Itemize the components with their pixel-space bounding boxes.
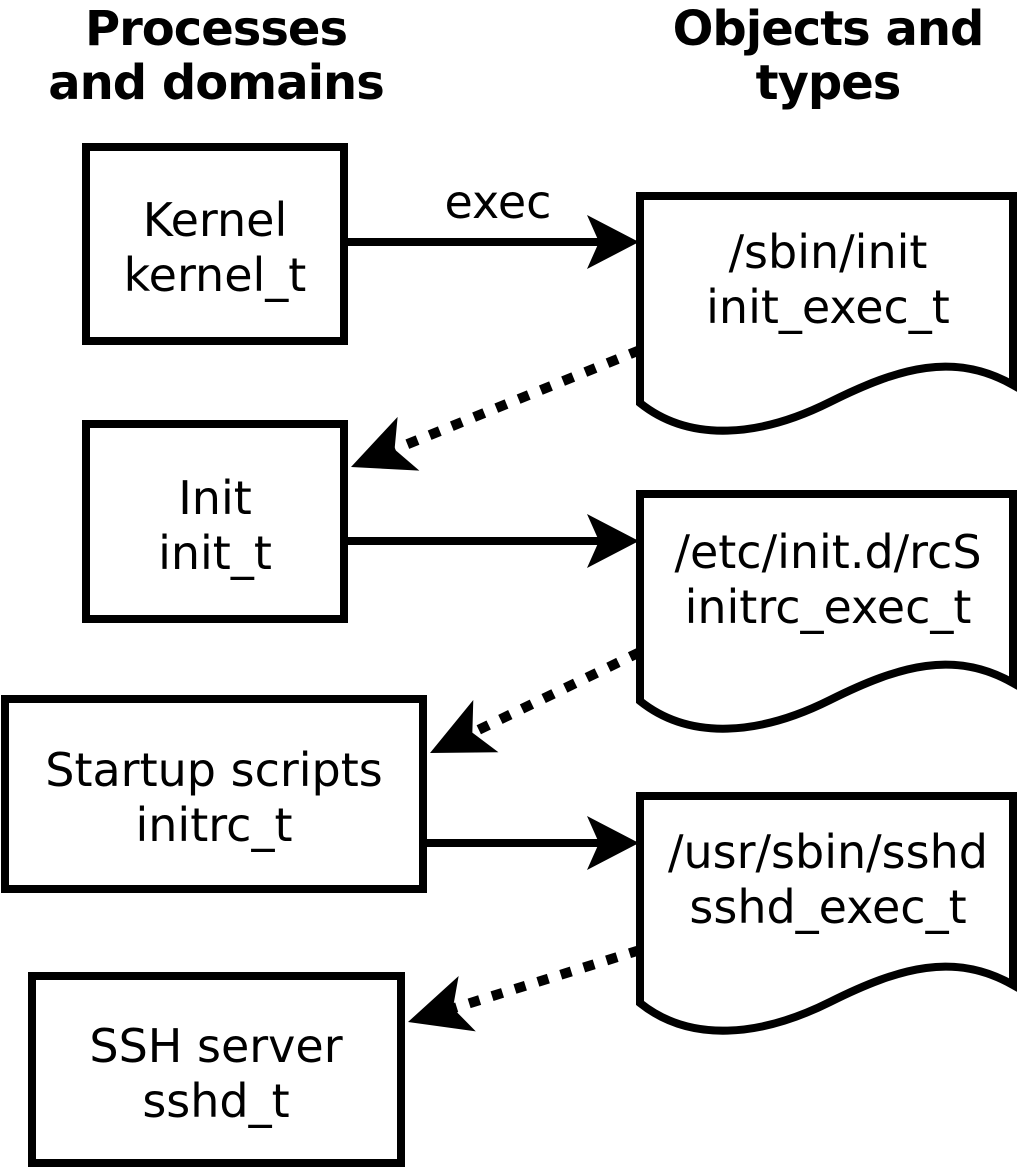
arrowhead-right-icon — [587, 215, 639, 269]
object-path-label: /sbin/init — [729, 225, 928, 279]
transition-arrow-line — [449, 945, 642, 1014]
process-box-ssh-server — [28, 972, 405, 1167]
object-node-sbin-init: /sbin/init init_exec_t — [636, 192, 1017, 435]
object-type-label: sshd_exec_t — [689, 880, 966, 934]
process-box-init — [82, 420, 348, 623]
object-node-etc-init-d-rcS: /etc/init.d/rcS initrc_exec_t — [636, 490, 1017, 733]
arrowhead-left-down-icon — [430, 699, 499, 753]
arrowhead-left-down-icon — [351, 416, 420, 471]
transition-arrow-line — [391, 345, 642, 455]
process-domain-label: initrc_t — [136, 798, 293, 852]
document-shape-sbin-init — [636, 192, 1017, 435]
document-shape-usr-sbin-sshd — [636, 792, 1017, 1035]
arrowhead-right-icon — [587, 816, 639, 870]
process-nodes: Kernel kernel_t Init init_t Startup scri… — [1, 143, 427, 1167]
exec-arrows: exec — [348, 175, 639, 870]
object-path-label: /usr/sbin/sshd — [668, 825, 988, 879]
object-path-label: /etc/init.d/rcS — [674, 525, 981, 579]
object-nodes: /sbin/init init_exec_t /etc/init.d/rcS i… — [636, 192, 1017, 1035]
exec-arrow-startup-scripts-to-usr-sbin-sshd — [427, 816, 639, 870]
object-node-usr-sbin-sshd: /usr/sbin/sshd sshd_exec_t — [636, 792, 1017, 1035]
process-name-label: Startup scripts — [45, 743, 383, 797]
left-column-header-line1: Processes — [85, 1, 347, 57]
object-type-label: initrc_exec_t — [685, 580, 972, 634]
right-column-header-line2: types — [756, 55, 901, 111]
process-domain-label: init_t — [158, 526, 272, 580]
process-box-startup-scripts — [1, 695, 427, 893]
process-name-label: Init — [178, 471, 252, 525]
exec-arrow-init-to-etc-init-d-rcS — [348, 514, 639, 568]
process-domain-label: kernel_t — [124, 248, 307, 302]
left-column-header-line2: and domains — [48, 55, 384, 111]
process-node-init: Init init_t — [82, 420, 348, 623]
process-node-startup-scripts: Startup scripts initrc_t — [1, 695, 427, 893]
right-column-header-line1: Objects and — [673, 1, 984, 57]
arrowhead-left-down-icon — [408, 975, 476, 1032]
transition-arrow-sbin-init-to-init — [351, 345, 642, 471]
column-headers: Processes and domains Objects and types — [48, 1, 984, 111]
process-domain-label: sshd_t — [142, 1074, 289, 1128]
process-node-kernel: Kernel kernel_t — [82, 143, 348, 345]
transition-arrow-etc-init-d-rcS-to-startup-scripts — [430, 647, 643, 753]
exec-arrow-label: exec — [445, 175, 552, 229]
transition-arrow-line — [467, 647, 643, 739]
document-shape-etc-init-d-rcS — [636, 490, 1017, 733]
arrowhead-right-icon — [587, 514, 639, 568]
object-type-label: init_exec_t — [706, 280, 950, 334]
process-name-label: Kernel — [143, 193, 288, 247]
transition-arrows — [351, 345, 643, 1032]
transition-arrow-usr-sbin-sshd-to-ssh-server — [408, 945, 642, 1032]
process-node-ssh-server: SSH server sshd_t — [28, 972, 405, 1167]
exec-arrow-kernel-to-sbin-init: exec — [348, 175, 639, 269]
process-box-kernel — [82, 143, 348, 345]
process-name-label: SSH server — [89, 1019, 342, 1073]
